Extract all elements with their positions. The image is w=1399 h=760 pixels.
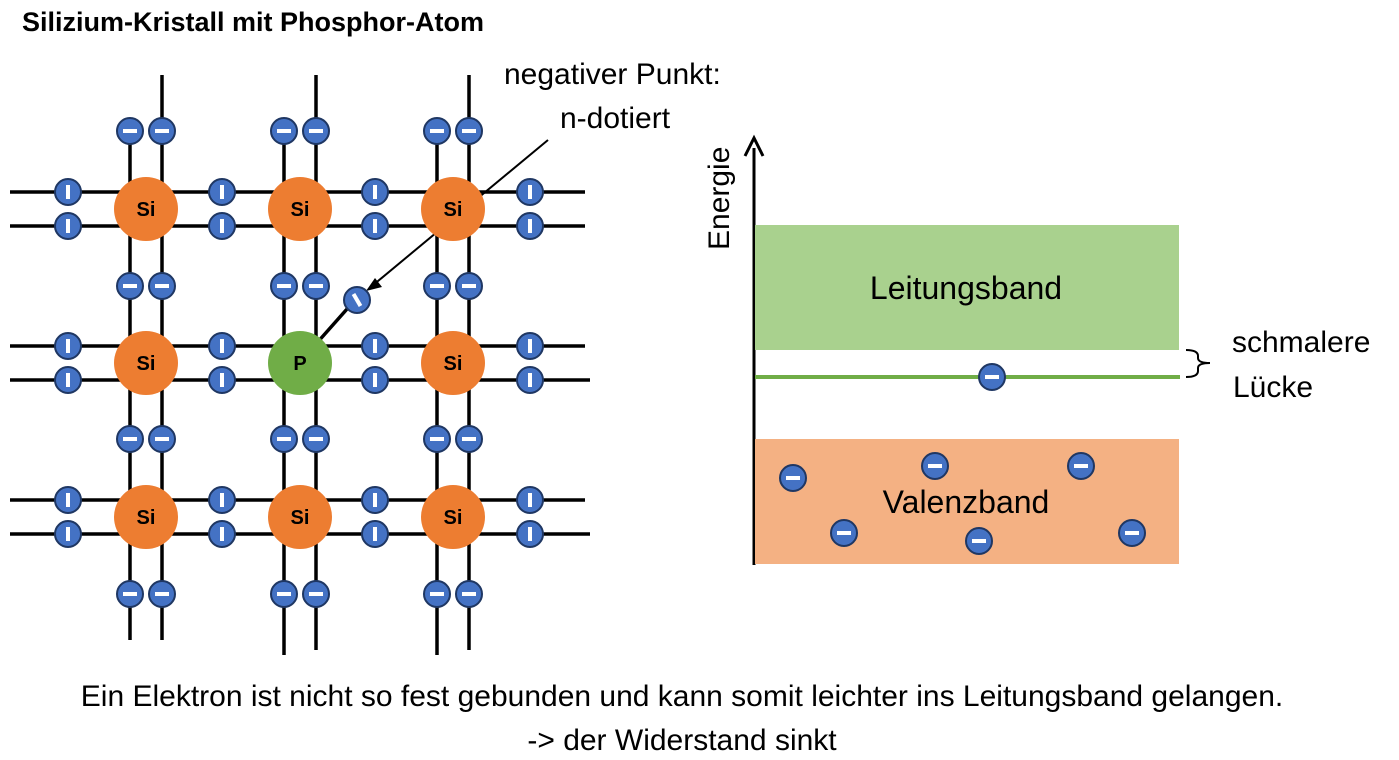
electron (208, 486, 236, 514)
silicon-label: Si (137, 353, 156, 375)
electron (208, 212, 236, 240)
caption-line2: -> der Widerstand sinkt (527, 724, 837, 757)
electron (270, 117, 298, 145)
free-donor-electron (343, 286, 371, 314)
electron (148, 425, 176, 453)
phosphor-label: P (293, 353, 306, 375)
electron (208, 178, 236, 206)
annotation-line1: negativer Punkt: (504, 58, 721, 91)
silicon-label: Si (137, 507, 156, 529)
gap-label-line2: Lücke (1233, 371, 1313, 404)
electron (116, 580, 144, 608)
electron (208, 520, 236, 548)
electron (361, 178, 389, 206)
silicon-atom: Si (268, 485, 332, 549)
electron (361, 332, 389, 360)
electron (54, 520, 82, 548)
electron (208, 332, 236, 360)
valence-electron (779, 464, 807, 492)
electron (516, 520, 544, 548)
valence-electron (830, 519, 858, 547)
annotation-line2: n-dotiert (560, 102, 671, 135)
electron (270, 272, 298, 300)
silicon-atom: Si (421, 485, 485, 549)
silicon-label: Si (444, 353, 463, 375)
gap-brace (1185, 349, 1211, 378)
electron (361, 520, 389, 548)
electron (516, 486, 544, 514)
electron (302, 272, 330, 300)
electron (54, 366, 82, 394)
electron (423, 580, 451, 608)
electron (54, 212, 82, 240)
electron (516, 178, 544, 206)
electron (148, 117, 176, 145)
electron (116, 425, 144, 453)
electron (302, 580, 330, 608)
energy-axis-arrowhead (743, 134, 765, 157)
silicon-label: Si (291, 507, 310, 529)
electron (54, 486, 82, 514)
phosphor-atom: P (268, 331, 332, 395)
electron (423, 425, 451, 453)
conduction-band (755, 225, 1179, 350)
electron (361, 366, 389, 394)
silicon-atom: Si (421, 331, 485, 395)
donor-level-electron (978, 363, 1006, 391)
electron (270, 425, 298, 453)
electron (516, 332, 544, 360)
valence-electron (921, 452, 949, 480)
electron (208, 366, 236, 394)
silicon-label: Si (137, 199, 156, 221)
electron (361, 212, 389, 240)
valence-electron (965, 527, 993, 555)
silicon-label: Si (444, 507, 463, 529)
silicon-atom: Si (114, 177, 178, 241)
page-title: Silizium-Kristall mit Phosphor-Atom (22, 7, 484, 37)
electron (148, 272, 176, 300)
conduction-band-label: Leitungsband (870, 270, 1062, 306)
silicon-atom: Si (421, 177, 485, 241)
silicon-label: Si (444, 199, 463, 221)
electron (455, 117, 483, 145)
electron (455, 425, 483, 453)
electron (116, 272, 144, 300)
electron (516, 212, 544, 240)
electron (455, 272, 483, 300)
band-electrons (779, 363, 1146, 555)
electron (54, 332, 82, 360)
electron (270, 580, 298, 608)
valence-band-label: Valenzband (883, 484, 1050, 520)
electron (116, 117, 144, 145)
electron (302, 117, 330, 145)
caption-line1: Ein Elektron ist nicht so fest gebunden … (81, 680, 1283, 713)
band-diagram: Energie Leitungsband Valenzband schmaler… (703, 134, 1370, 565)
valence-electron (1118, 519, 1146, 547)
electron (423, 272, 451, 300)
electron (148, 580, 176, 608)
energy-axis-label: Energie (703, 147, 736, 250)
electron (455, 580, 483, 608)
gap-label-line1: schmalere (1232, 326, 1370, 359)
silicon-label: Si (291, 199, 310, 221)
electron (423, 117, 451, 145)
lattice-electrons (54, 117, 544, 608)
electron (361, 486, 389, 514)
valence-electron (1067, 452, 1095, 480)
electron (302, 425, 330, 453)
electron (54, 178, 82, 206)
silicon-atom: Si (114, 331, 178, 395)
silicon-atom: Si (114, 485, 178, 549)
electron (516, 366, 544, 394)
silicon-atom: Si (268, 177, 332, 241)
